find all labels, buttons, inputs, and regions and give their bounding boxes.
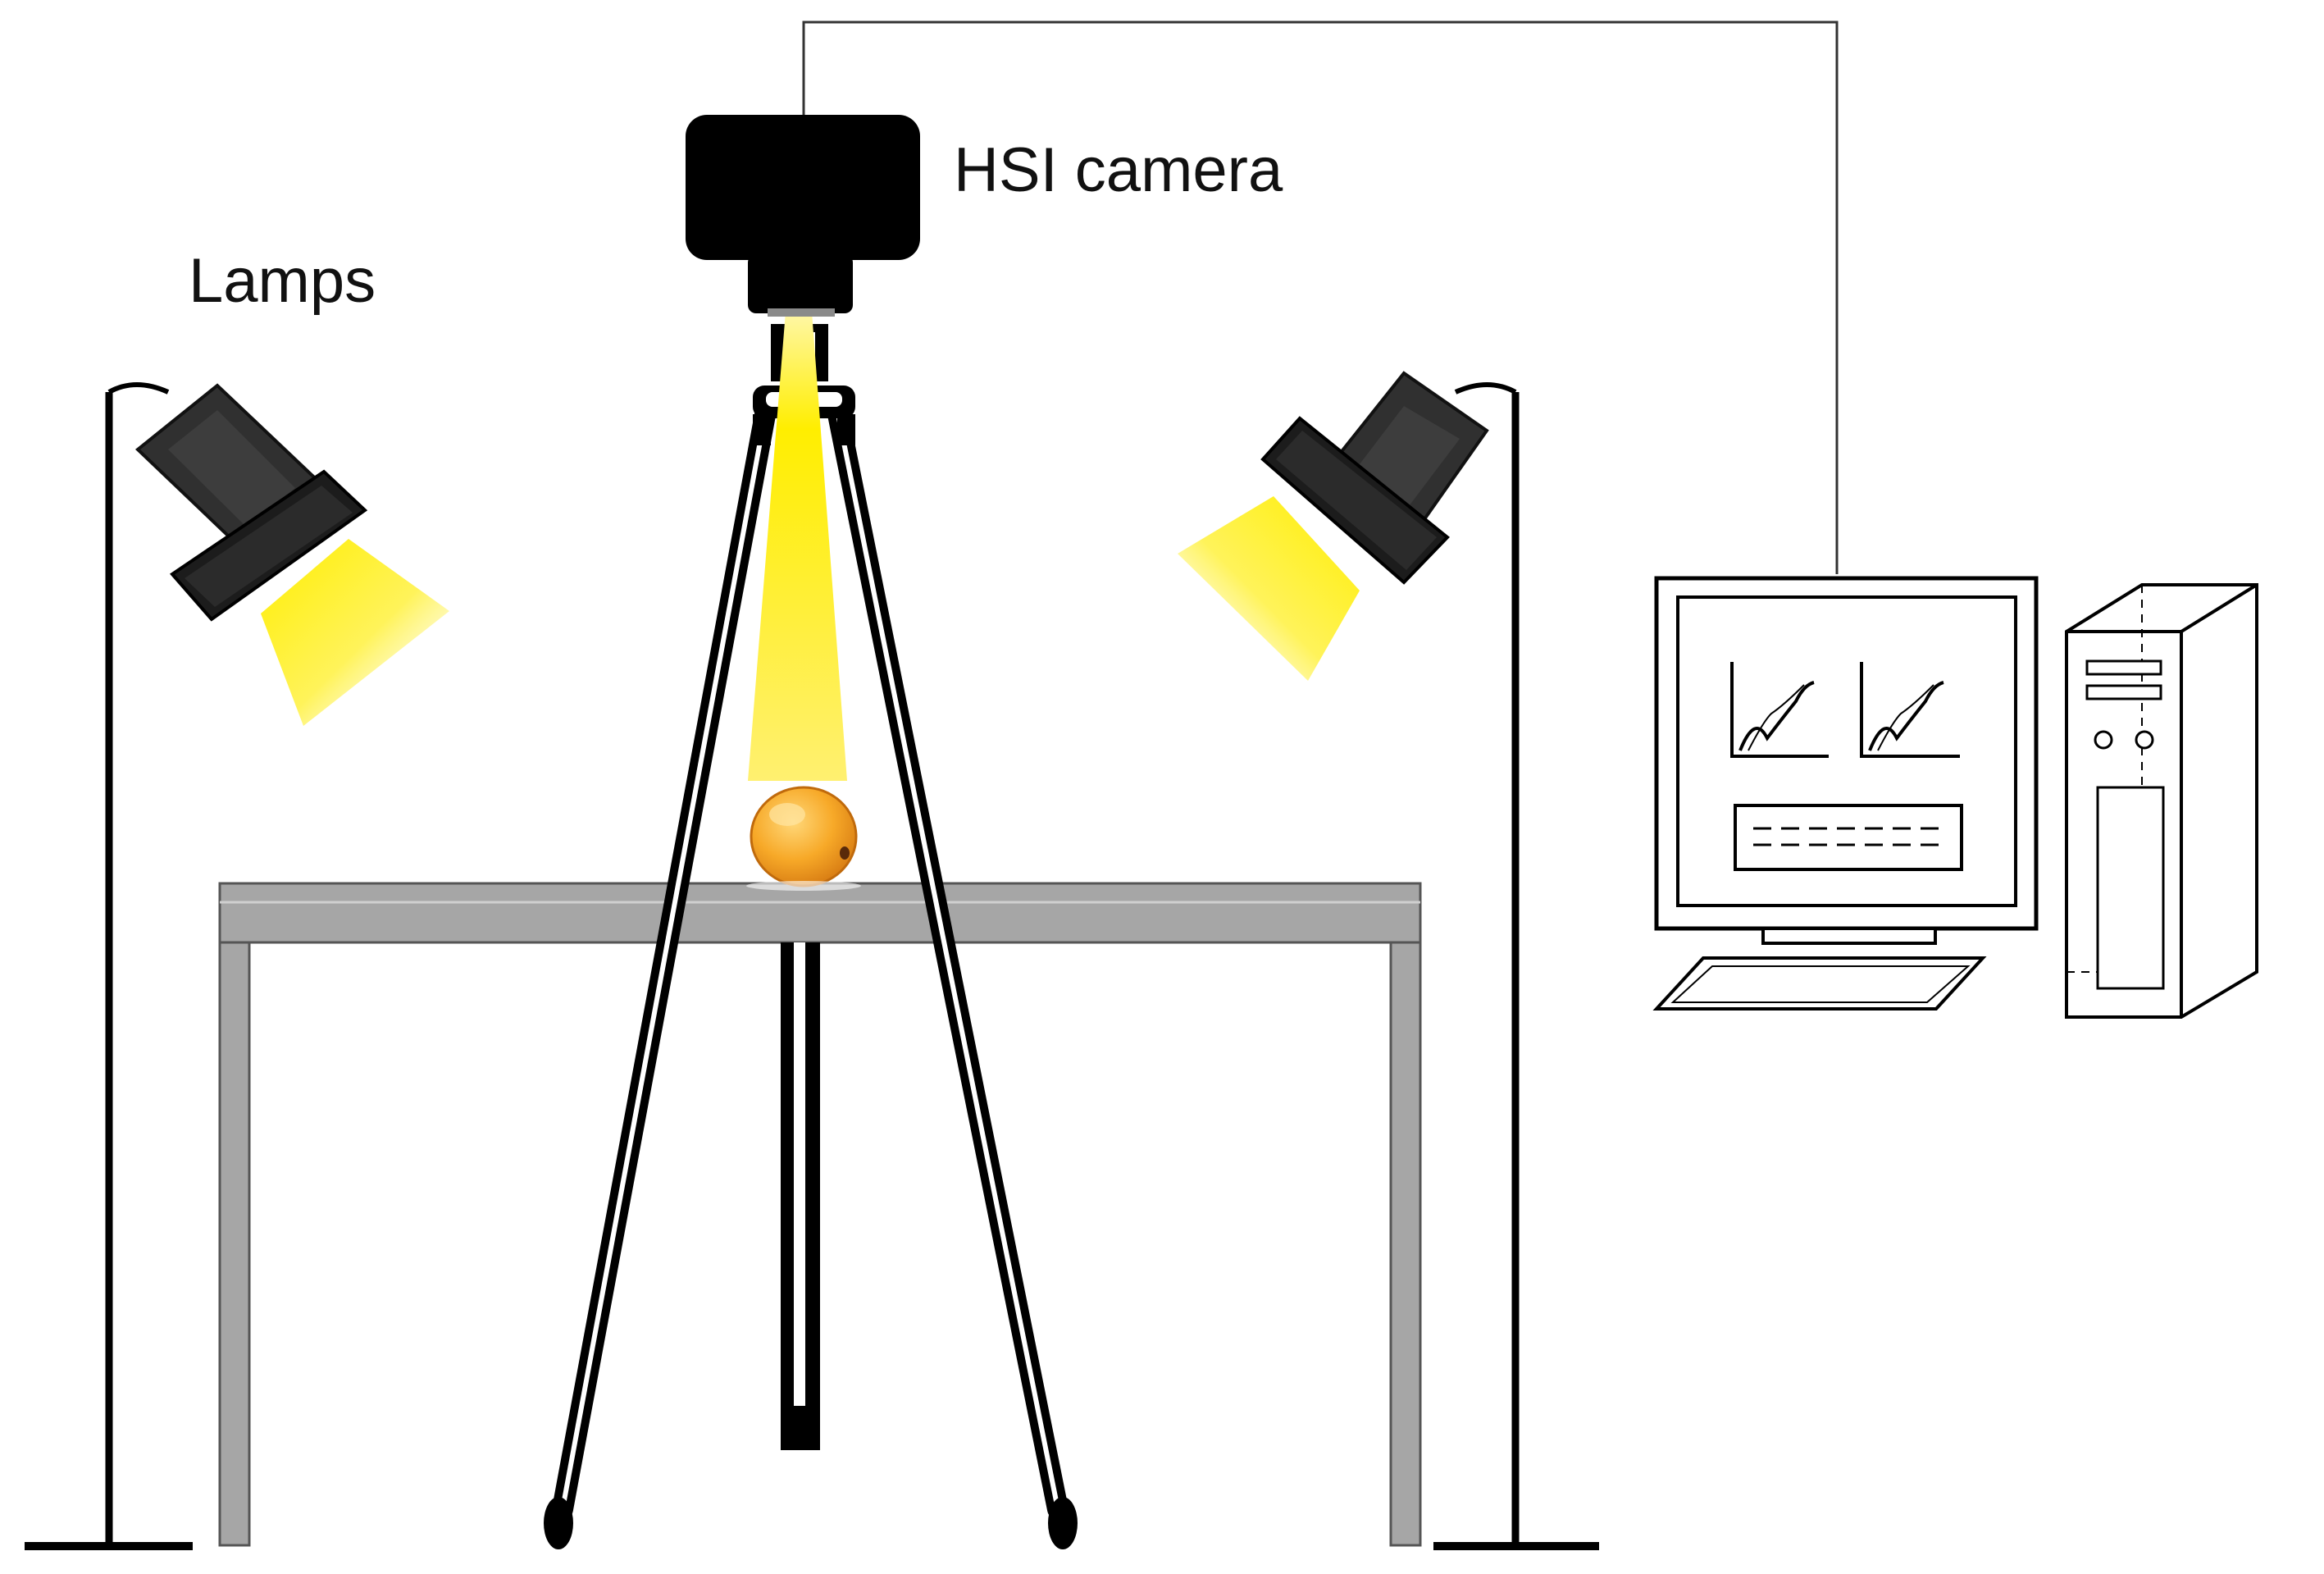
lamps-label: Lamps [189, 246, 376, 316]
computer-tower-icon [2065, 583, 2258, 1019]
fruit-icon [746, 786, 861, 891]
camera-light-beam [748, 312, 847, 781]
spectrum-plot-right [1860, 662, 1960, 758]
tripod-icon [544, 324, 1078, 1549]
keyboard-icon [1652, 956, 1987, 1011]
camera-icon [686, 115, 920, 317]
left-lamp-beam [261, 539, 449, 726]
lamp-icon [1260, 371, 1489, 585]
right-lamp-beam [1178, 496, 1360, 681]
lamp-icon [134, 383, 368, 622]
monitor-icon [1654, 576, 2039, 945]
right-lamp-stand [1433, 382, 1599, 1550]
table-icon [218, 882, 1422, 1547]
hsi-camera-label: HSI camera [954, 135, 1283, 205]
left-lamp-stand [25, 382, 193, 1550]
spectrum-plot-left [1730, 662, 1829, 758]
screen-data-table [1734, 804, 1963, 871]
data-cable [802, 21, 1839, 574]
